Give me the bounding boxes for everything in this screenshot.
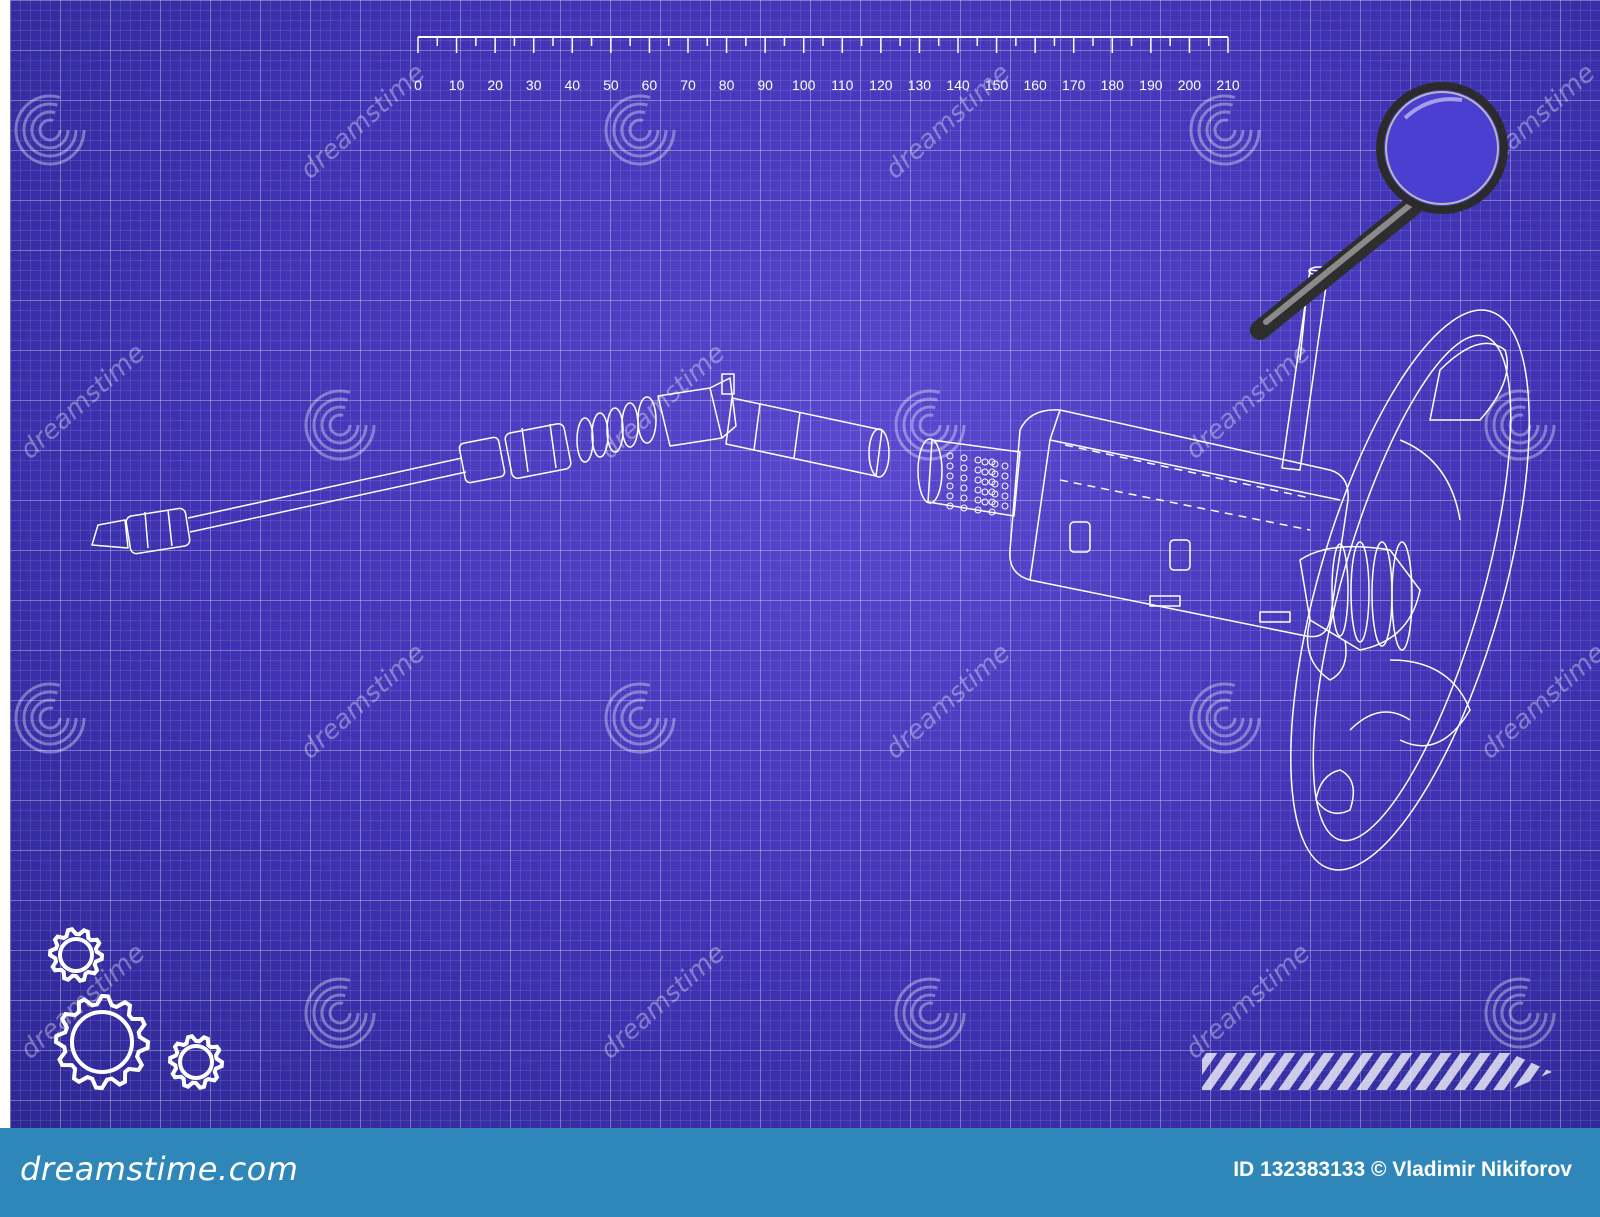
drawing-layer: dreamstime dreamstime dreamstime dreamstime… xyxy=(14,36,1600,1091)
bearing-dots xyxy=(946,452,1009,516)
magnifier-icon xyxy=(1250,82,1508,340)
ruler-label: 20 xyxy=(487,77,503,93)
watermark-text: dreamstime xyxy=(15,338,152,465)
ruler-label: 180 xyxy=(1101,77,1125,93)
watermark-text: dreamstime xyxy=(1180,338,1317,465)
ruler-label: 110 xyxy=(831,77,854,93)
steering-wheel xyxy=(1290,309,1530,871)
ruler-label: 40 xyxy=(564,77,580,93)
hub-rings xyxy=(1331,541,1413,651)
grid-minor xyxy=(10,0,1600,1128)
watermark-spiral-icon xyxy=(1189,94,1261,166)
watermark-spiral-icon xyxy=(604,682,676,754)
ruler-label: 10 xyxy=(449,77,465,93)
brand-name[interactable]: dreamstime.com xyxy=(20,1150,299,1188)
ruler-label: 100 xyxy=(792,77,816,93)
watermark-spiral-icon xyxy=(1484,977,1556,1049)
watermark-text: dreamstime xyxy=(1180,938,1317,1065)
ruler-label: 60 xyxy=(642,77,658,93)
hatched-arrow-icon xyxy=(1202,1053,1552,1090)
watermark-spiral-icon xyxy=(1484,389,1556,461)
ruler-labels: 0 10 20 30 40 50 60 70 80 90 100 110 120 130 140 150 160… xyxy=(414,77,1240,93)
watermark-spiral-icon xyxy=(894,389,966,461)
ruler-label: 210 xyxy=(1216,77,1240,93)
ruler-label: 120 xyxy=(869,77,893,93)
watermark-spiral-icon xyxy=(894,977,966,1049)
gear-icon xyxy=(47,927,225,1091)
footer-bar: dreamstime.com ID 132383133 © Vladimir N… xyxy=(0,1128,1600,1217)
watermark-spiral-icon xyxy=(304,389,376,461)
watermark-spiral-icon xyxy=(14,682,86,754)
steering-column-drawing xyxy=(91,266,1530,871)
gear-icon xyxy=(47,927,105,983)
ruler-label: 70 xyxy=(680,77,696,93)
ruler-label: 90 xyxy=(757,77,773,93)
gear-icon xyxy=(167,1034,225,1090)
gear-icon xyxy=(53,993,151,1091)
ruler-label: 190 xyxy=(1139,77,1163,93)
watermark-spiral-icon xyxy=(304,977,376,1049)
blueprint-sheet: dreamstime dreamstime dreamstime dreamstime… xyxy=(10,0,1600,1128)
ruler-label: 140 xyxy=(946,77,970,93)
ruler-label: 80 xyxy=(719,77,735,93)
watermark-text: dreamstime xyxy=(295,58,432,185)
ruler-label: 200 xyxy=(1178,77,1202,93)
watermark-spiral-icon xyxy=(14,94,86,166)
ruler-label: 150 xyxy=(985,77,1009,93)
ruler-ticks xyxy=(417,37,1229,53)
ruler-label: 50 xyxy=(603,77,619,93)
image-credit: ID 132383133 © Vladimir Nikiforov xyxy=(1233,1158,1572,1181)
watermark-text: dreamstime xyxy=(880,638,1017,765)
ruler-label: 0 xyxy=(414,77,422,93)
watermark-layer: dreamstime dreamstime dreamstime dreamstime… xyxy=(14,58,1600,1065)
ruler: 0 10 20 30 40 50 60 70 80 90 100 110 120 130 140 150 160… xyxy=(414,36,1240,93)
ruler-label: 30 xyxy=(526,77,542,93)
watermark-text: dreamstime xyxy=(1475,638,1600,765)
watermark-spiral-icon xyxy=(604,94,676,166)
ruler-label: 160 xyxy=(1023,77,1047,93)
ruler-label: 130 xyxy=(908,77,932,93)
watermark-text: dreamstime xyxy=(595,338,732,465)
watermark-spiral-icon xyxy=(1189,682,1261,754)
watermark-text: dreamstime xyxy=(295,638,432,765)
grid-major xyxy=(10,0,1600,1128)
watermark-text: dreamstime xyxy=(595,938,732,1065)
ruler-label: 170 xyxy=(1062,77,1086,93)
